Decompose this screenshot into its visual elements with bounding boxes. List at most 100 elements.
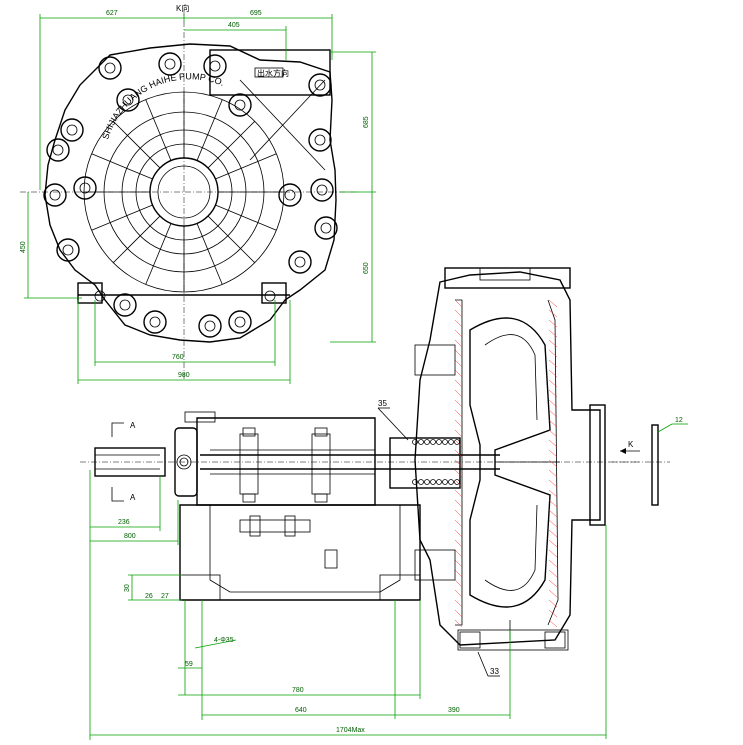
adjusting-bolt (239, 519, 311, 533)
dim-236: 236 (118, 519, 130, 526)
hatch-line (548, 309, 558, 318)
bolt-lug (43, 183, 67, 207)
packing-ring-top (418, 439, 424, 445)
hatch-line (548, 439, 558, 448)
casting-lettering: SHIJIAZHUANG HAIHE PUMP CO. (100, 71, 226, 140)
packing-ring-top (448, 439, 454, 445)
side-view-dimensions: 236 800 30 26 27 4-Φ35 59 780 640 (89, 470, 607, 740)
foot-hole-right (264, 290, 276, 302)
section-mark-a-bottom (111, 487, 124, 502)
hatch-line (548, 519, 558, 528)
k-view: 出水方向 SHIJIAZHUANG HAIHE PUMP CO. K向 (20, 3, 376, 384)
casing-outline (44, 43, 337, 343)
cover-bolt-lower (414, 549, 456, 581)
casting-lettering-path: SHIJIAZHUANG HAIHE PUMP CO. (100, 71, 226, 140)
bolt-hole (204, 320, 216, 332)
rib-line (215, 153, 277, 180)
impeller (469, 317, 551, 608)
hatch-line (454, 399, 463, 408)
bolt-lug (116, 88, 140, 112)
hatch-line (454, 409, 463, 418)
bolt-hole (149, 316, 161, 328)
callout-33: 33 (490, 667, 499, 676)
hatch-line (454, 579, 463, 588)
hatch-line (454, 489, 463, 498)
hatch-line (548, 409, 558, 418)
bolt-hole (62, 244, 74, 256)
hatch-line (548, 509, 558, 518)
hatch-line (548, 479, 558, 488)
hatch-line (548, 469, 558, 478)
hatch-line (548, 579, 558, 588)
suction-gasket (651, 424, 659, 506)
foot-left (77, 282, 103, 304)
dim-405: 405 (228, 22, 240, 29)
hatch-line (454, 479, 463, 488)
bolt-hole (316, 184, 328, 196)
hatch-line (454, 429, 463, 438)
bolt-lug (143, 310, 167, 334)
foot-right (261, 282, 287, 304)
bolt-hole (79, 182, 91, 194)
hatch-line (548, 609, 558, 618)
dim-30: 30 (124, 584, 131, 592)
rib-line (196, 99, 223, 161)
bolt-lug (113, 293, 137, 317)
hatch-line (548, 389, 558, 398)
base-foot-left (179, 574, 221, 601)
rib-line (207, 215, 255, 263)
hatch-line (454, 379, 463, 388)
discharge-flange (209, 49, 331, 96)
dim-640: 640 (295, 707, 307, 714)
bolt-lug (228, 310, 252, 334)
hatch-line (548, 369, 558, 378)
section-a-top-label: A (130, 421, 136, 430)
bolt-hole (314, 134, 326, 146)
hatch-line (548, 339, 558, 348)
hatch-line (454, 599, 463, 608)
hatch-line (548, 299, 558, 308)
bolt-lugs (43, 52, 338, 338)
packing-ring-top (430, 439, 436, 445)
housing-flange-left (184, 411, 216, 423)
hatch-line (454, 449, 463, 458)
housing-bolt-1 (239, 433, 259, 495)
liner-hatch (454, 299, 558, 628)
bolt-hole (234, 316, 246, 328)
dim-695: 695 (250, 10, 262, 17)
bolt-lug (308, 128, 332, 152)
hatch-line (454, 299, 463, 308)
bolt-lug (228, 93, 252, 117)
hatch-line (454, 519, 463, 528)
direction-plate (254, 67, 284, 78)
rib-line (113, 121, 161, 169)
base-foot-right (379, 574, 421, 601)
pump-casing (414, 271, 601, 646)
packing-ring-bottom (412, 479, 418, 485)
hatch-line (548, 539, 558, 548)
hatch-line (454, 559, 463, 568)
hatch-line (548, 459, 558, 468)
side-view: A A K 35 12 33 236 800 30 26 (80, 267, 688, 740)
dim-1704max: 1704Max (336, 727, 365, 734)
dim-627: 627 (106, 10, 118, 17)
callout-12-leader (657, 423, 673, 433)
hatch-line (454, 589, 463, 598)
rib-line (91, 153, 153, 180)
packing-ring-bottom (418, 479, 424, 485)
bolt-lug (60, 118, 84, 142)
section-mark-a-top (111, 422, 124, 437)
cover-bolt-upper (414, 344, 456, 376)
hatch-line (548, 549, 558, 558)
packing-ring-top (442, 439, 448, 445)
hatch-line (454, 329, 463, 338)
dim-27: 27 (161, 593, 169, 600)
rib-line (145, 223, 172, 285)
hatch-line (548, 619, 558, 628)
shaft-extension (94, 447, 166, 477)
hatch-line (548, 559, 558, 568)
bolt-lug (288, 250, 312, 274)
bolt-hole (122, 94, 134, 106)
bolt-hole (234, 99, 246, 111)
